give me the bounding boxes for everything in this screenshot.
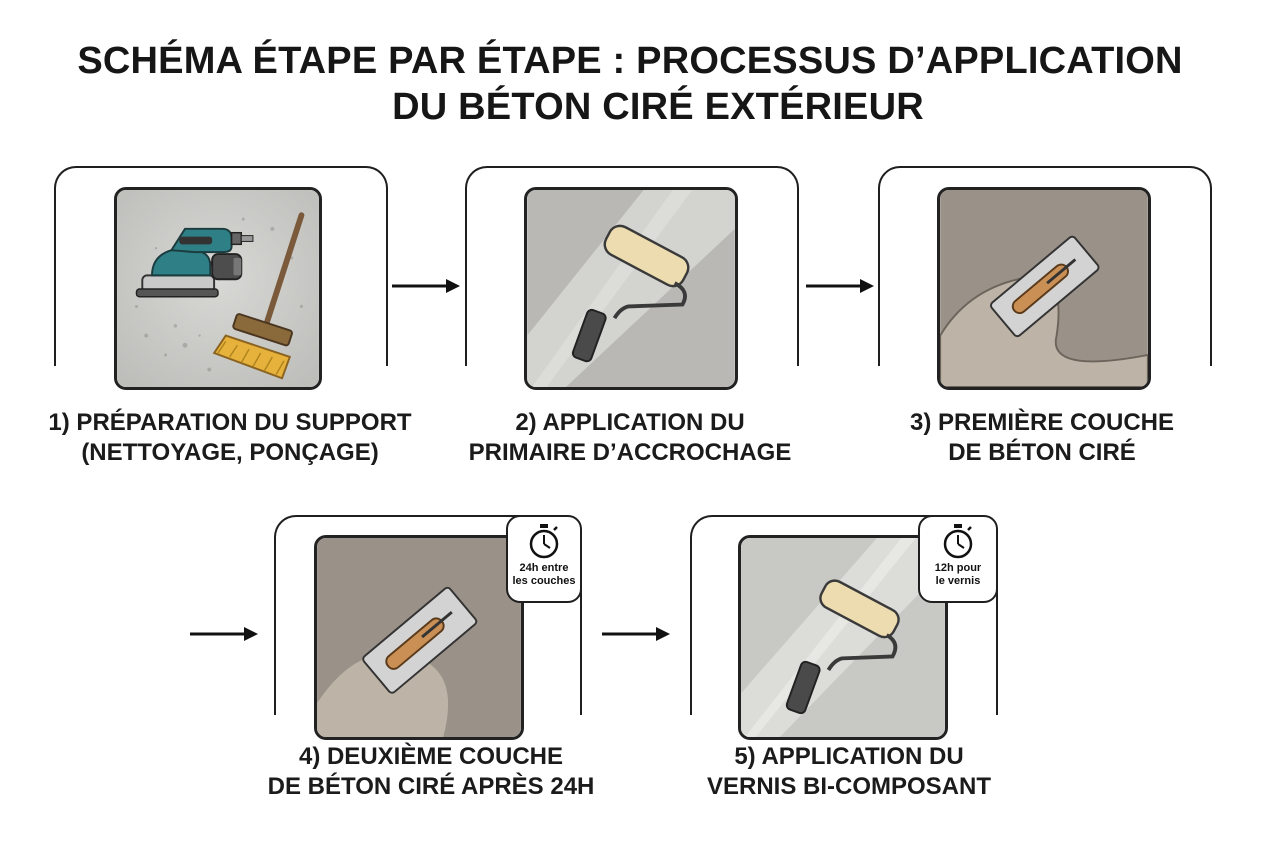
step-5-timer-line2: le vernis [935, 575, 981, 587]
step-4-label-line2: DE BÉTON CIRÉ APRÈS 24H [267, 773, 595, 800]
step-4-label-line1: 4) DEUXIÈME COUCHE [298, 743, 564, 770]
trowel-icon [990, 235, 1100, 338]
diagram-title-line1: SCHÉMA ÉTAPE PAR ÉTAPE : PROCESSUS D’APP… [77, 40, 1183, 82]
step-1-label-line1: 1) PRÉPARATION DU SUPPORT [48, 409, 412, 436]
step-3-frame [878, 166, 1212, 366]
step-5-illustration [738, 535, 948, 740]
step-4-timer-badge: 24h entre les couches [506, 515, 582, 603]
arrow-step3-to-step4 [190, 627, 258, 641]
step-4-illustration [314, 535, 524, 740]
step-2-scene [527, 190, 735, 387]
step-3-label-line2: DE BÉTON CIRÉ [948, 439, 1136, 466]
step-4-scene [317, 538, 521, 737]
step-1-scene [117, 190, 319, 387]
step-5-timer-badge: 12h pour le vernis [918, 515, 998, 603]
trowel-icon [362, 586, 478, 694]
step-5-frame [690, 515, 998, 715]
stopwatch-icon [529, 524, 559, 559]
arrow-step1-to-step2 [392, 279, 460, 293]
paint-roller-icon [785, 579, 900, 715]
arrow-step4-to-step5 [602, 627, 670, 641]
step-3-illustration [937, 187, 1151, 390]
step-3-scene [940, 190, 1148, 387]
step-5-label-line1: 5) APPLICATION DU [734, 743, 964, 770]
step-1-label: 1) PRÉPARATION DU SUPPORT (NETTOYAGE, PO… [40, 408, 420, 468]
step-5-scene [741, 538, 945, 737]
step-4-timer-line1: 24h entre [519, 562, 569, 574]
step-3-label-line1: 3) PREMIÈRE COUCHE [909, 409, 1175, 436]
diagram-title-line2: DU BÉTON CIRÉ EXTÉRIEUR [392, 86, 924, 128]
step-4-label: 4) DEUXIÈME COUCHE DE BÉTON CIRÉ APRÈS 2… [236, 742, 626, 802]
sander-icon [135, 227, 254, 298]
step-3-label: 3) PREMIÈRE COUCHE DE BÉTON CIRÉ [852, 408, 1232, 468]
step-4-timer-line2: les couches [512, 575, 576, 587]
paint-roller-icon [571, 224, 690, 363]
step-5-timer-line1: 12h pour [934, 562, 982, 574]
step-5-label: 5) APPLICATION DU VERNIS BI-COMPOSANT [654, 742, 1044, 802]
step-1-frame [54, 166, 388, 366]
step-2-label: 2) APPLICATION DU PRIMAIRE D’ACCROCHAGE [440, 408, 820, 468]
step-1-illustration [114, 187, 322, 390]
step-2-label-line1: 2) APPLICATION DU [515, 409, 745, 436]
step-5-label-line2: VERNIS BI-COMPOSANT [706, 773, 991, 800]
step-1-label-line2: (NETTOYAGE, PONÇAGE) [81, 439, 379, 466]
step-2-label-line2: PRIMAIRE D’ACCROCHAGE [468, 439, 792, 466]
step-4-frame [274, 515, 582, 715]
step-2-illustration [524, 187, 738, 390]
arrow-step2-to-step3 [806, 279, 874, 293]
step-2-frame [465, 166, 799, 366]
stopwatch-icon [943, 524, 973, 559]
broom-icon [212, 212, 305, 380]
